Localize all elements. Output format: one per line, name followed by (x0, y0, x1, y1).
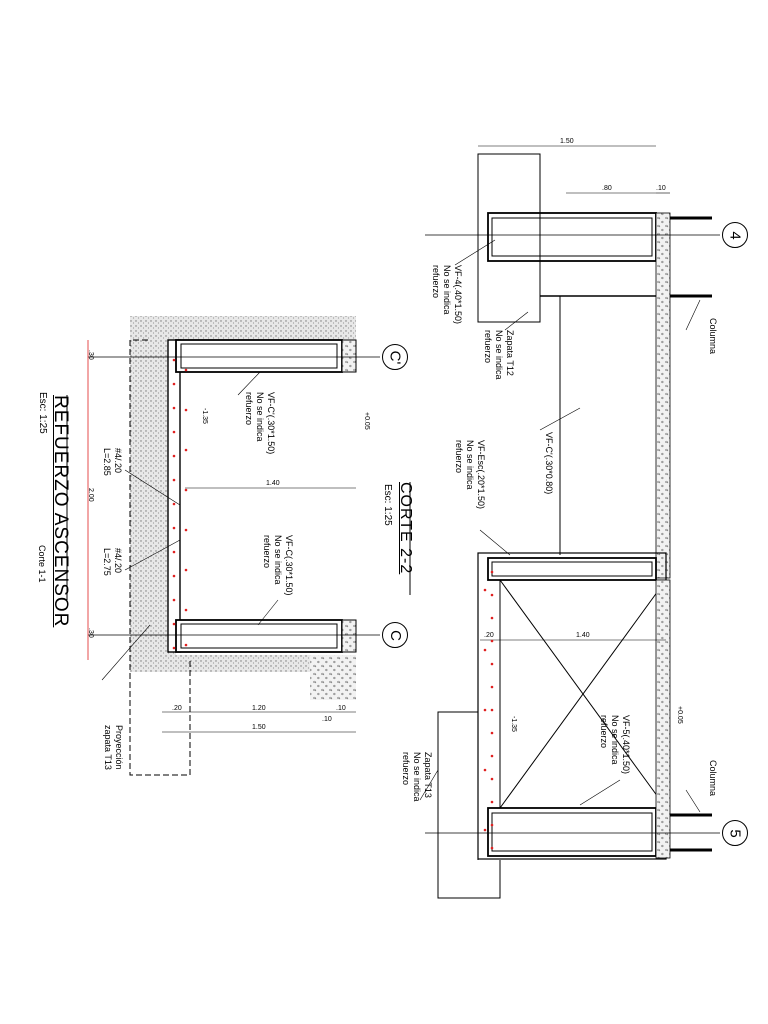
dim-sec-140: 1.40 (266, 480, 280, 487)
label-vf4-1: VF-4(.40*1.50) (453, 265, 463, 325)
label-vf5-3: refuerzo (599, 715, 609, 749)
label-bar1-2: L=2.85 (102, 448, 112, 476)
label-vf4-3: refuerzo (431, 265, 441, 299)
label-zapata-t12-1: Zapata T12 (505, 330, 515, 376)
main-subtitle: Corte 1-1 (37, 545, 47, 583)
level-plan-a: +0.05 (676, 706, 683, 724)
beam-vfc (175, 619, 343, 653)
level-sec-a: +0.05 (363, 412, 370, 430)
dim-top-080: .80 (602, 185, 612, 192)
label-columna-top: Columna (708, 318, 718, 355)
section-view (87, 316, 380, 776)
label-bar1-1: #4/.20 (113, 448, 123, 474)
label-vfesc-1: VF-Esc(.20*1.50) (476, 440, 486, 510)
label-vfc-080: VF-C'(.30*0.80) (544, 432, 554, 495)
label-vfc-2: No se indica (273, 535, 283, 585)
main-scale: Esc: 1:25 (37, 392, 48, 434)
label-vf4-2: No se indica (442, 265, 452, 315)
dim-left-030b: .30 (87, 628, 94, 638)
beam-vf5 (487, 807, 657, 857)
label-vfc-prime-3: refuerzo (244, 392, 254, 426)
level-sec-b: -1.35 (201, 408, 208, 424)
label-vfc-prime-1: VF-C'(.30*1.50) (266, 392, 276, 455)
label-vfc-3: refuerzo (262, 535, 272, 569)
section-scale: Esc: 1:25 (382, 484, 393, 526)
grid-bubble-5: 5 (722, 820, 748, 846)
zapata-t12 (477, 153, 541, 323)
main-title: REFUERZO ASCENSOR (50, 395, 71, 628)
dim-sec-120: 1.20 (252, 705, 266, 712)
zapata-t13 (437, 711, 501, 899)
dim-sec-020: .20 (172, 705, 182, 712)
grid-bubble-c: C (382, 622, 408, 648)
label-vf5-2: No se indica (610, 715, 620, 765)
dim-sec-010b: .10 (322, 716, 332, 723)
gravel-strip (655, 212, 671, 579)
label-columna-bottom: Columna (708, 760, 718, 797)
dim-left-030a: .30 (87, 350, 94, 360)
grid-bubble-c-prime: C' (382, 344, 408, 370)
label-vfc-prime-2: No se indica (255, 392, 265, 442)
beam-vf4 (487, 212, 657, 262)
label-bar2-2: L=2.75 (102, 548, 112, 576)
dim-left-200: 2.00 (87, 488, 94, 502)
rebar-dots-section (172, 358, 188, 650)
dim-top-010: .10 (656, 185, 666, 192)
dim-sec-010a: .10 (336, 705, 346, 712)
label-vf5-1: VF-5(.40*1.50) (621, 715, 631, 775)
label-zapata-t13-1: Zapata T13 (423, 752, 433, 798)
label-zapata-t13-3: refuerzo (401, 752, 411, 786)
rebar-dots-plan (483, 570, 494, 850)
dim-top-150: 1.50 (560, 138, 574, 145)
dim-pit-140: 1.40 (576, 632, 590, 639)
plan-view (419, 145, 720, 899)
label-zapata-t13-2: No se indica (412, 752, 422, 802)
label-proyeccion-1: Proyección (114, 725, 124, 770)
label-proyeccion-2: zapata T13 (103, 725, 113, 770)
beam-vfc-prime (175, 339, 343, 373)
label-zapata-t12-2: No se indica (494, 330, 504, 380)
label-vfesc-2: No se indica (465, 440, 475, 490)
dim-sec-150: 1.50 (252, 724, 266, 731)
grid-bubble-4: 4 (722, 222, 748, 248)
level-plan-b: -1.35 (510, 716, 517, 732)
label-vfc-1: VF-C(.30*1.50) (284, 535, 294, 596)
dim-pit-020: .20 (484, 632, 494, 639)
section-title: CORTE 2-2 (397, 482, 414, 575)
label-zapata-t12-3: refuerzo (483, 330, 493, 364)
label-bar2-1: #4/.20 (113, 548, 123, 574)
label-vfesc-3: refuerzo (454, 440, 464, 474)
